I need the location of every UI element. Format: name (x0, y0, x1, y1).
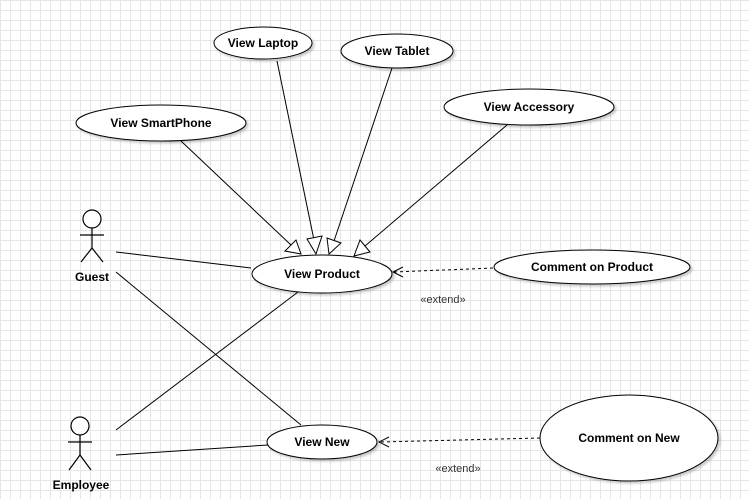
use-case-label: View New (294, 435, 350, 449)
use-case-label: View SmartPhone (110, 116, 211, 130)
generalization-links (180, 60, 508, 257)
extend-label-product: «extend» (420, 294, 465, 306)
use-case-label: View Laptop (228, 36, 298, 50)
use-case-view-new[interactable]: View New (266, 424, 378, 460)
use-case-label: Comment on Product (531, 260, 653, 274)
generalization-tablet[interactable] (326, 67, 393, 256)
extend-links (377, 266, 541, 448)
use-case-label: View Accessory (484, 100, 575, 114)
use-case-comment-on-product[interactable]: Comment on Product (493, 249, 691, 285)
use-case-label: View Product (284, 267, 360, 281)
use-case-view-laptop[interactable]: View Laptop (213, 26, 313, 60)
use-case-view-product[interactable]: View Product (251, 254, 393, 294)
generalization-accessory[interactable] (353, 124, 508, 257)
extend-comment-new[interactable] (377, 436, 541, 448)
association-guest-view-product[interactable] (115, 251, 252, 269)
associations (115, 251, 302, 456)
use-case-label: View Tablet (365, 44, 430, 58)
use-case-view-smartphone[interactable]: View SmartPhone (75, 104, 247, 142)
actor-guest[interactable] (80, 209, 104, 263)
actor-employee-label: Employee (53, 478, 110, 492)
use-case-view-accessory[interactable]: View Accessory (443, 88, 615, 126)
use-case-view-tablet[interactable]: View Tablet (340, 33, 454, 69)
actor-guest-label: Guest (75, 270, 109, 284)
extend-comment-product[interactable] (391, 266, 494, 278)
actor-employee[interactable] (68, 416, 92, 471)
use-case-label: Comment on New (578, 431, 680, 445)
association-employee-view-product[interactable] (115, 291, 299, 431)
use-case-comment-on-new[interactable]: Comment on New (539, 394, 719, 482)
association-employee-view-new[interactable] (115, 444, 269, 456)
extend-label-new: «extend» (435, 463, 480, 475)
association-guest-view-new[interactable] (115, 271, 302, 426)
generalization-laptop[interactable] (276, 60, 323, 256)
generalization-smartphone[interactable] (180, 140, 302, 255)
